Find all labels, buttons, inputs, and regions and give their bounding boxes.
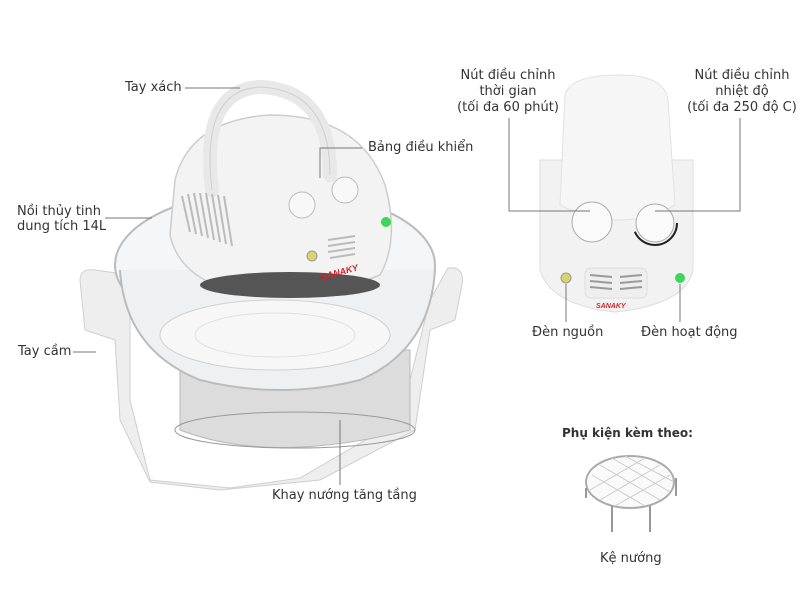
accessories-title: Phụ kiện kèm theo: <box>562 426 693 440</box>
label-heat-light: Đèn hoạt động <box>641 325 738 340</box>
timer-line-1: Nút điều chỉnh <box>460 68 556 83</box>
timer-line-2: thời gian <box>479 84 537 99</box>
temp-line-1: Nút điều chỉnh <box>694 68 790 83</box>
label-glass-bowl-2: dung tích 14L <box>17 219 107 234</box>
label-tray: Khay nướng tăng tầng <box>272 488 417 503</box>
label-control-panel: Bảng điều khiển <box>368 140 474 155</box>
label-timer-knob: Nút điều chỉnh thời gian (tối đa 60 phút… <box>448 68 568 116</box>
svg-text:SANAKY: SANAKY <box>596 303 627 310</box>
control-panel-image: SANAKY <box>539 74 694 313</box>
label-rack: Kệ nướng <box>600 551 662 566</box>
temp-line-3: (tối đa 250 độ C) <box>687 100 797 115</box>
label-side-handle: Tay cầm <box>18 344 72 359</box>
timer-line-3: (tối đa 60 phút) <box>457 100 559 115</box>
label-carry-handle: Tay xách <box>125 80 182 95</box>
label-power-light: Đèn nguồn <box>532 325 604 340</box>
halogen-oven-image: SANAKY <box>79 79 463 491</box>
leader-lines <box>73 87 741 485</box>
label-glass-bowl-1: Nồi thủy tinh <box>17 204 102 219</box>
temp-line-2: nhiệt độ <box>715 84 769 99</box>
label-temp-knob: Nút điều chỉnh nhiệt độ (tối đa 250 độ C… <box>680 68 800 116</box>
rack-image <box>585 455 677 532</box>
